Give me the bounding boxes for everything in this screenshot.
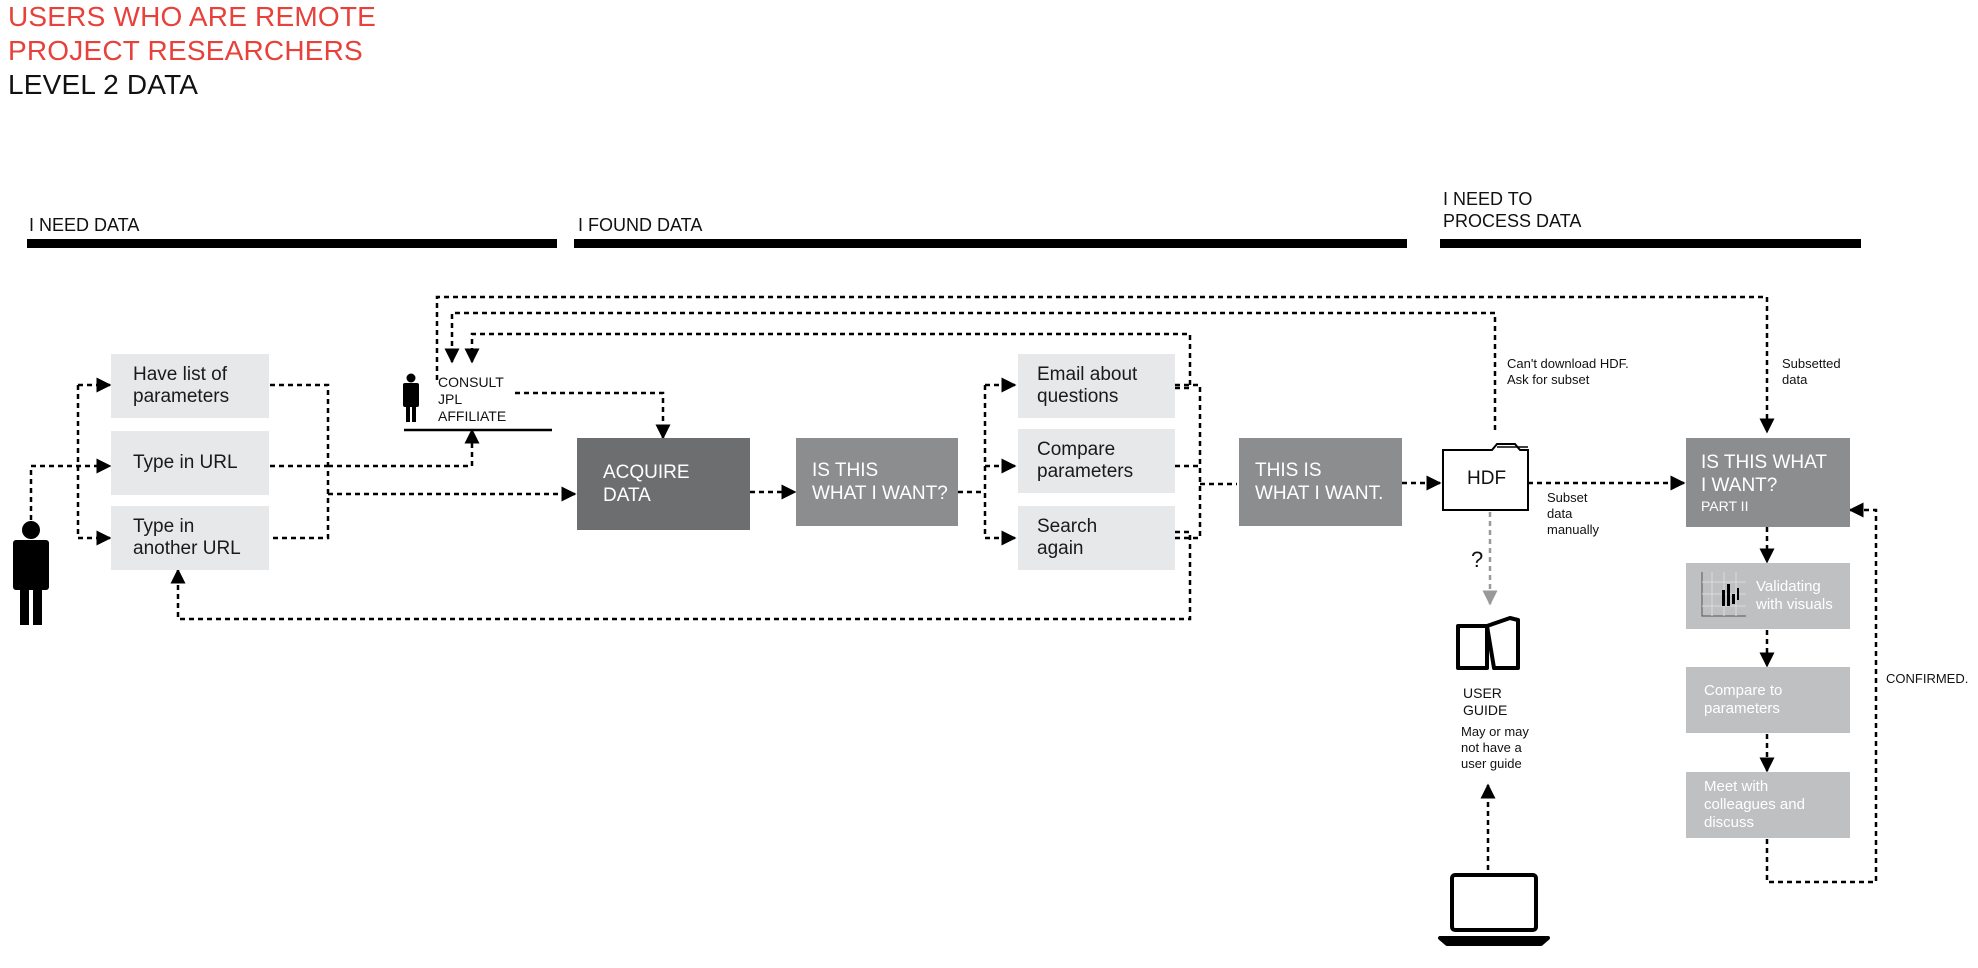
note-user-guide: USER GUIDE <box>1463 685 1508 718</box>
step-email-questions: Email about questions <box>1018 354 1175 418</box>
note-cant-download: Can't download HDF. Ask for subset <box>1507 356 1629 387</box>
phase-need-data: I NEED DATA <box>29 215 140 235</box>
note-question-mark: ? <box>1471 547 1484 572</box>
title-line-3: LEVEL 2 DATA <box>8 69 199 100</box>
step-compare-parameters: Compare parameters <box>1018 429 1175 493</box>
title-line-1: USERS WHO ARE REMOTE <box>8 1 377 32</box>
step-acquire-data: ACQUIRE DATA <box>577 438 750 530</box>
title-line-2: PROJECT RESEARCHERS <box>8 35 363 66</box>
phase-process-bar <box>1440 239 1861 248</box>
chart-icon <box>1701 572 1746 617</box>
book-icon <box>1456 616 1520 670</box>
laptop-icon <box>1438 873 1550 946</box>
step-compare-to-parameters: Compare to parameters <box>1686 667 1850 733</box>
small-person-icon <box>403 373 419 422</box>
step-is-this-what-i-want: IS THIS WHAT I WANT? <box>796 438 958 526</box>
step-validating-visuals: Validating with visuals <box>1686 563 1850 629</box>
step-search-again: Search again <box>1018 506 1175 570</box>
step-type-url: Type in URL <box>111 431 269 495</box>
folder-icon <box>1442 443 1529 511</box>
note-subset-manually: Subset data manually <box>1547 490 1600 537</box>
note-may-not-have-guide: May or may not have a user guide <box>1461 724 1529 771</box>
note-subsetted-data: Subsetted data <box>1782 356 1841 387</box>
note-confirmed: CONFIRMED. <box>1886 671 1969 686</box>
step-is-this-what-i-want-part-2: IS THIS WHAT I WANT? PART II <box>1686 438 1850 527</box>
step-have-list: Have list of parameters <box>111 354 269 418</box>
hdf-label: HDF <box>1467 468 1507 489</box>
phase-need-bar <box>27 239 557 248</box>
is-this-2-label: IS THIS WHAT I WANT? <box>1701 451 1827 496</box>
person-icon <box>13 521 49 625</box>
phase-found-bar <box>574 239 1407 248</box>
part-ii-label: PART II <box>1701 497 1749 514</box>
phase-process-data: I NEED TO PROCESS DATA <box>1443 189 1582 231</box>
step-type-another-url: Type in another URL <box>111 506 269 570</box>
step-consult-jpl: CONSULT JPL AFFILIATE <box>438 374 507 424</box>
step-meet-colleagues: Meet with colleagues and discuss <box>1686 772 1850 838</box>
phase-found-data: I FOUND DATA <box>578 215 703 235</box>
step-this-is-what-i-want: THIS IS WHAT I WANT. <box>1239 438 1402 526</box>
